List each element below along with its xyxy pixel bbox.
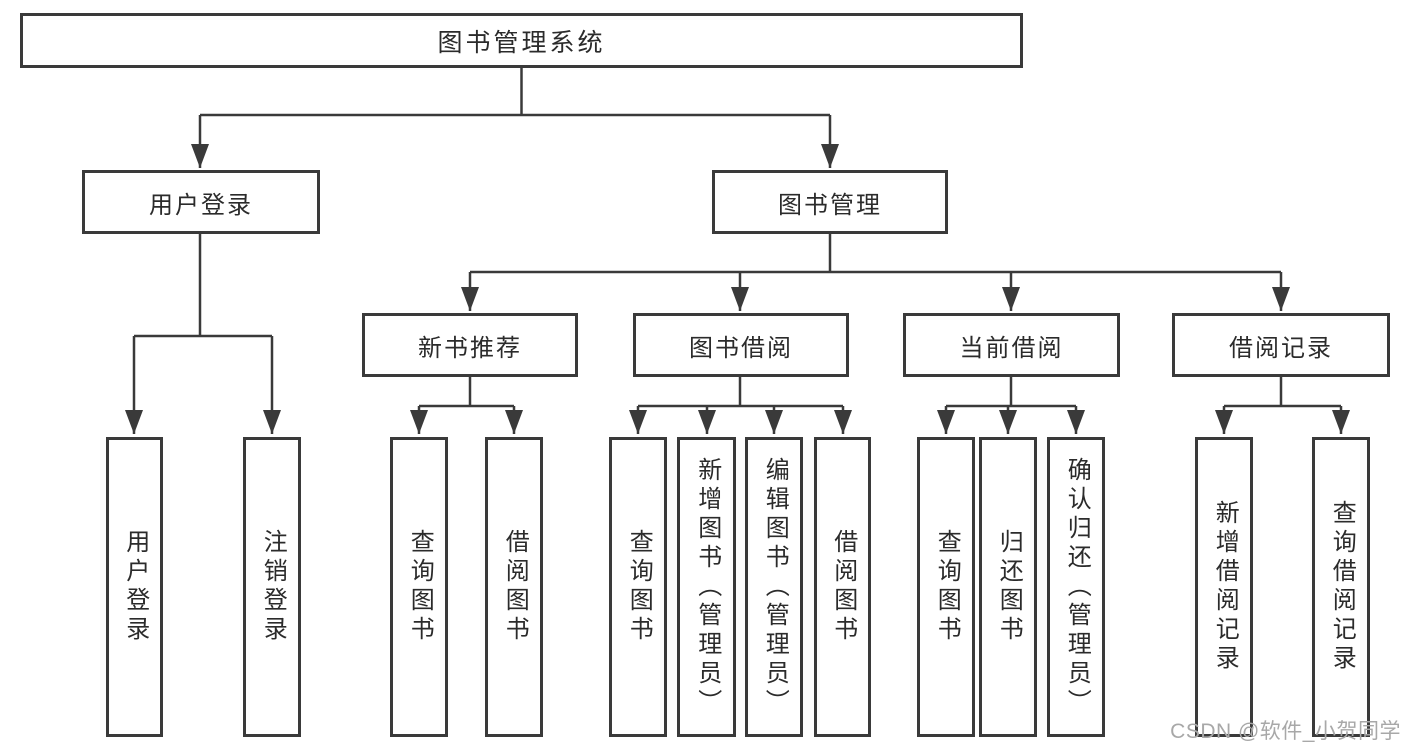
leaf-confirm-return-admin: 确认归还（管理员） [1047, 437, 1105, 737]
node-book-borrow: 图书借阅 [633, 313, 849, 377]
leaf-query-books-borrow: 查询图书 [609, 437, 667, 737]
leaf-query-books-recommend: 查询图书 [390, 437, 448, 737]
leaf-borrow-books-recommend: 借阅图书 [485, 437, 543, 737]
leaf-add-borrow-record: 新增借阅记录 [1195, 437, 1253, 737]
csdn-watermark: CSDN @软件_小贺同学 [1170, 720, 1401, 743]
leaf-query-books-current: 查询图书 [917, 437, 975, 737]
node-new-book-recommend: 新书推荐 [362, 313, 578, 377]
leaf-return-book: 归还图书 [979, 437, 1037, 737]
leaf-edit-book-admin: 编辑图书（管理员） [745, 437, 803, 737]
node-library-system: 图书管理系统 [20, 13, 1023, 68]
leaf-query-borrow-record: 查询借阅记录 [1312, 437, 1370, 737]
leaf-borrow-books: 借阅图书 [814, 437, 871, 737]
node-user-login: 用户登录 [82, 170, 320, 234]
node-borrow-records: 借阅记录 [1172, 313, 1390, 377]
leaf-user-login: 用户登录 [106, 437, 163, 737]
node-book-management: 图书管理 [712, 170, 948, 234]
node-current-borrow: 当前借阅 [903, 313, 1120, 377]
leaf-add-book-admin: 新增图书（管理员） [677, 437, 736, 737]
leaf-logout-login: 注销登录 [243, 437, 301, 737]
connector-group [125, 68, 1350, 434]
